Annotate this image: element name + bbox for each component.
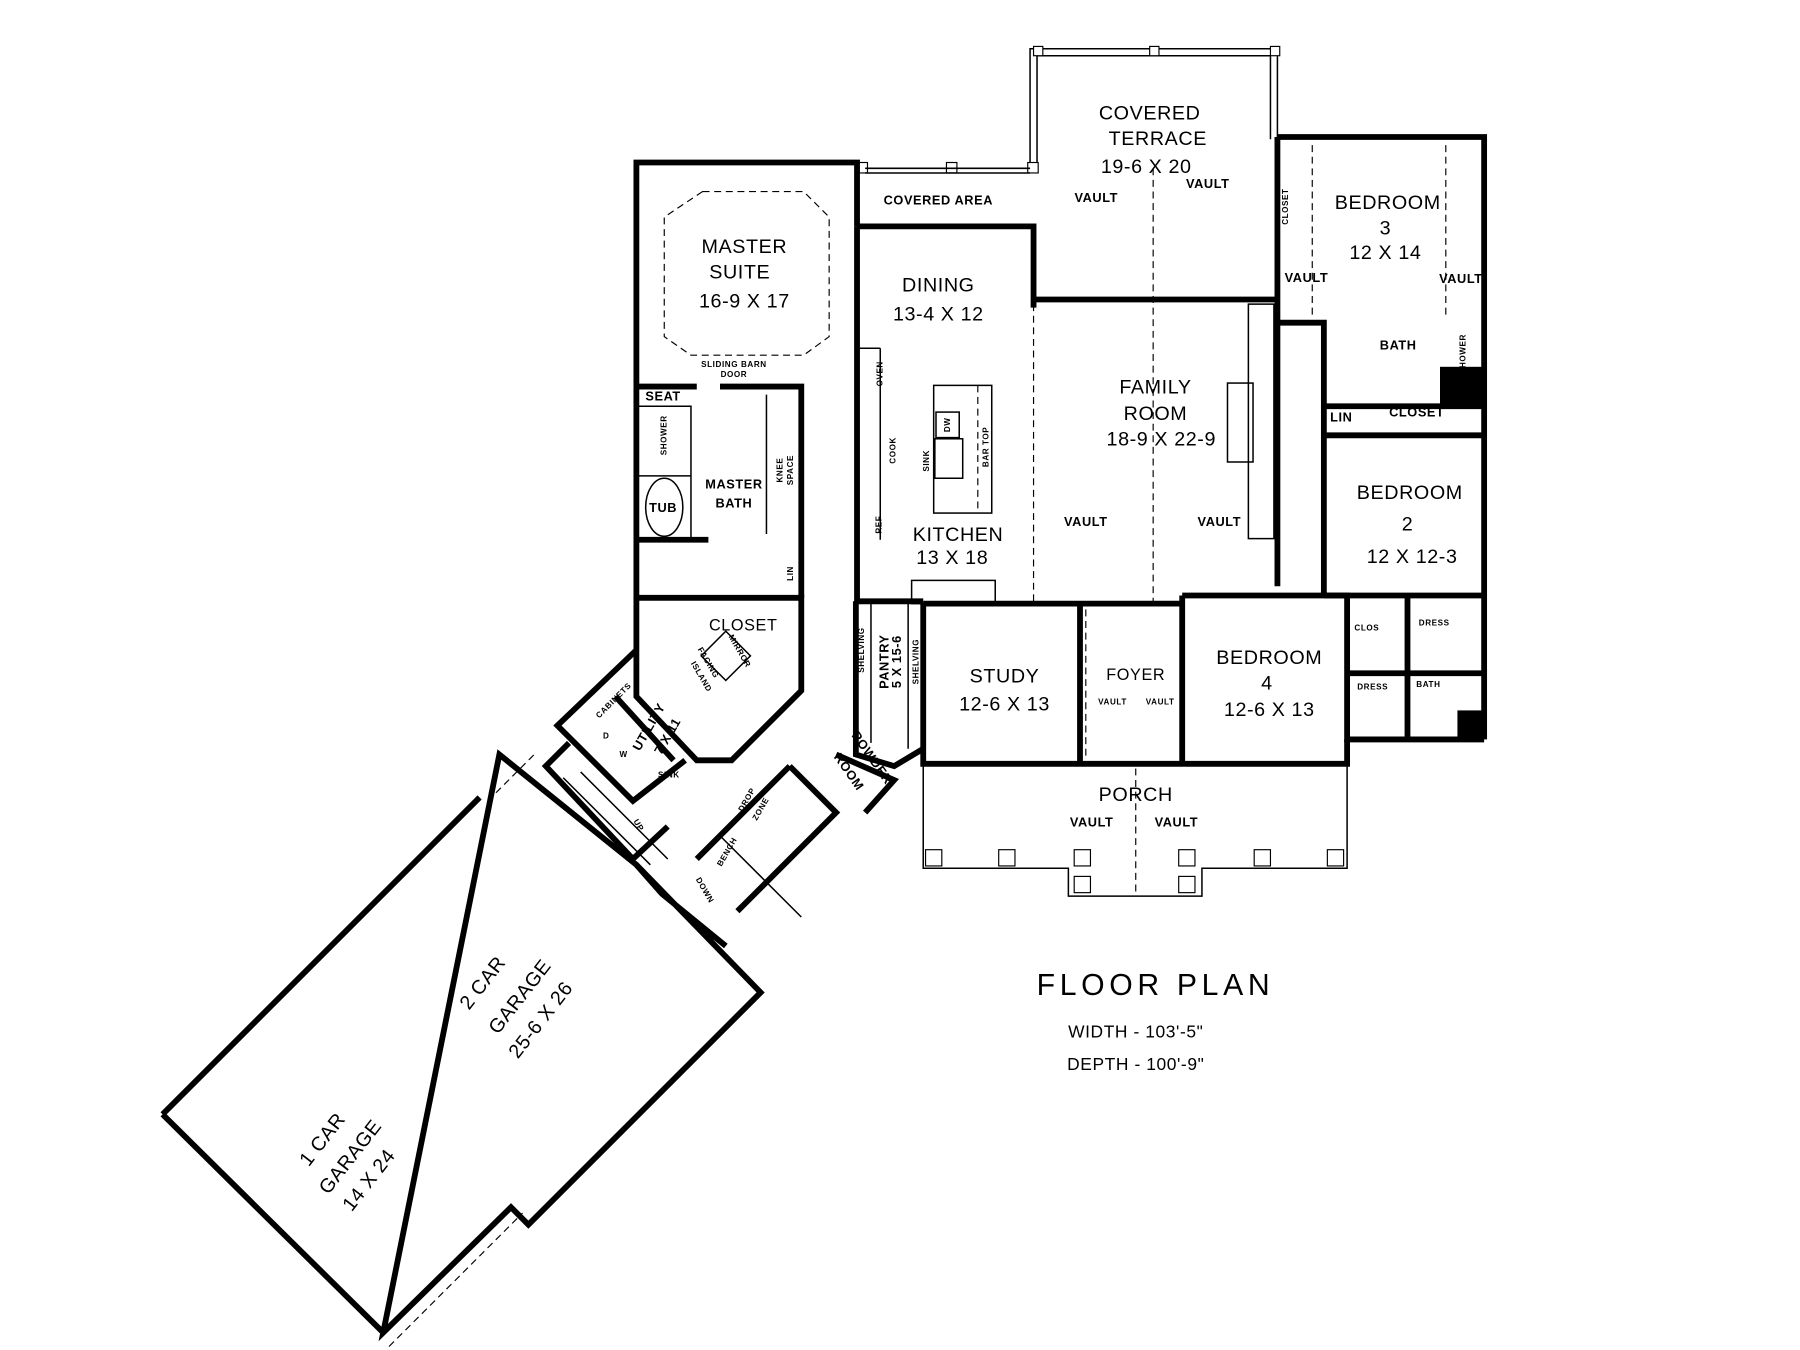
vault-label: VAULT <box>1098 698 1127 707</box>
room-number: 2 <box>1402 513 1414 535</box>
room-size: 12 X 14 <box>1349 242 1421 264</box>
plan-width: WIDTH - 103'-5" <box>1068 1022 1203 1042</box>
room-name: PANTRY <box>876 634 891 689</box>
seat-label: SEAT <box>645 388 680 403</box>
room-name: CLOSET <box>709 616 778 634</box>
tub-label: TUB <box>649 500 677 515</box>
room-name: KITCHEN <box>913 524 1004 546</box>
room-2-car-garage: 2 CAR GARAGE 25-6 X 26 <box>456 952 578 1062</box>
room-covered-area: COVERED AREA <box>884 192 993 207</box>
mirror-label: MIRROR <box>727 633 753 669</box>
note: SLIDING BARN <box>701 360 767 369</box>
room-size: 13-4 X 12 <box>893 303 984 325</box>
room-size: 12-6 X 13 <box>1224 699 1315 721</box>
room-family: FAMILY ROOM 18-9 X 22-9 VAULT VAULT <box>1064 377 1241 529</box>
room-name: MASTER <box>705 477 762 492</box>
room-jack-jill-bath: CLOS DRESS DRESS BATH <box>1354 619 1449 692</box>
dress-label: DRESS <box>1419 619 1450 628</box>
room-foyer: FOYER VAULT VAULT <box>1098 666 1174 706</box>
note: DOOR <box>721 370 748 379</box>
sink-label: SINK <box>922 450 931 472</box>
shower-label: SHOWER <box>660 415 669 455</box>
room-bedroom-2: BEDROOM 2 12 X 12-3 <box>1357 482 1463 568</box>
sink-label: SINK <box>658 771 680 780</box>
room-name: BEDROOM <box>1216 647 1322 669</box>
vault-label: VAULT <box>1198 514 1242 529</box>
linen-label: LIN <box>786 566 795 581</box>
room-size: 12 X 12-3 <box>1367 546 1458 568</box>
vault-label: VAULT <box>1155 814 1199 829</box>
vault-label: VAULT <box>1146 698 1175 707</box>
vault-label: VAULT <box>1064 514 1108 529</box>
room-name: STUDY <box>970 666 1040 688</box>
room-1-car-garage: 1 CAR GARAGE 14 X 24 <box>295 1109 400 1216</box>
closet-label: CLOS <box>1354 623 1379 632</box>
bath-label: BATH <box>1416 680 1440 689</box>
shower-label: SHOWER <box>1459 334 1468 374</box>
room-number: 3 <box>1380 217 1392 239</box>
room-name: TERRACE <box>1109 128 1207 150</box>
room-porch: PORCH VAULT VAULT <box>1070 784 1198 830</box>
knee-space-label: SPACE <box>786 455 795 485</box>
room-bedroom-4: BEDROOM 4 12-6 X 13 <box>1216 647 1322 721</box>
room-size: 18-9 X 22-9 <box>1107 429 1216 451</box>
room-name: DINING <box>902 274 975 296</box>
room-size: 5 X 15-6 <box>889 635 904 688</box>
walls <box>160 45 1488 1347</box>
stairs-down-label: DOWN <box>694 876 716 905</box>
linen-label: LIN <box>1330 409 1352 424</box>
plan-title: FLOOR PLAN <box>1037 969 1275 1002</box>
room-name: MASTER <box>702 236 788 258</box>
room-master-suite: MASTER SUITE 16-9 X 17 SLIDING BARN DOOR <box>699 236 790 379</box>
shelving-label: SHELVING <box>857 627 866 672</box>
room-pantry: PANTRY 5 X 15-6 SHELVING SHELVING <box>857 627 921 689</box>
room-name: FOYER <box>1106 666 1165 684</box>
room-bedroom-3: BEDROOM 3 12 X 14 VAULT VAULT CLOSET <box>1281 188 1483 286</box>
room-dining: DINING 13-4 X 12 <box>893 274 984 325</box>
room-name: FAMILY <box>1119 377 1191 399</box>
room-kitchen: KITCHEN 13 X 18 OVEN COOK SINK DW BAR TO… <box>874 361 1004 569</box>
room-covered-terrace: COVERED TERRACE 19-6 X 20 VAULT VAULT <box>1074 103 1230 205</box>
room-labels: COVERED TERRACE 19-6 X 20 VAULT VAULT CO… <box>295 103 1482 1216</box>
fridge-label: REF <box>874 516 883 534</box>
room-size: 19-6 X 20 <box>1101 156 1192 178</box>
room-name: ROOM <box>1124 403 1188 425</box>
room-number: 4 <box>1261 673 1273 695</box>
dryer-label: D <box>603 731 609 740</box>
vault-label: VAULT <box>1285 270 1329 285</box>
vault-label: VAULT <box>1070 814 1114 829</box>
title-block: FLOOR PLAN WIDTH - 103'-5" DEPTH - 100'-… <box>1037 969 1275 1074</box>
room-name: BATH <box>1380 337 1417 352</box>
dress-label: DRESS <box>1357 683 1388 692</box>
room-name: PORCH <box>1099 784 1173 806</box>
oven-label: OVEN <box>876 361 885 386</box>
closet-label: CLOSET <box>1389 405 1444 420</box>
room-size: 16-9 X 17 <box>699 291 790 313</box>
bar-top-label: BAR TOP <box>981 427 990 467</box>
room-master-closet: CLOSET MIRROR FACING ISLAND <box>689 616 778 693</box>
vault-label: VAULT <box>1439 271 1483 286</box>
knee-space-label: KNEE <box>776 458 785 483</box>
vault-label: VAULT <box>1074 190 1118 205</box>
room-study: STUDY 12-6 X 13 <box>959 666 1050 716</box>
room-name: BEDROOM <box>1335 192 1441 214</box>
room-size: 12-6 X 13 <box>959 693 1050 715</box>
stairs-up-label: UP <box>632 818 646 833</box>
room-bath-upper: BATH SHOWER LIN CLOSET <box>1330 334 1467 424</box>
closet-label: CLOSET <box>1281 188 1290 224</box>
room-name: SUITE <box>709 262 770 284</box>
washer-label: W <box>619 750 627 759</box>
room-master-bath: SEAT SHOWER TUB MASTER BATH KNEE SPACE L… <box>645 388 795 580</box>
room-name: BEDROOM <box>1357 482 1463 504</box>
cook-label: COOK <box>888 437 897 464</box>
room-name: COVERED <box>1099 103 1201 125</box>
room-name: BATH <box>716 495 753 510</box>
dishwasher-label: DW <box>943 418 952 433</box>
plan-depth: DEPTH - 100'-9" <box>1067 1054 1204 1074</box>
vault-label: VAULT <box>1186 176 1230 191</box>
shelving-label: SHELVING <box>912 639 921 684</box>
porch-columns <box>924 849 1345 894</box>
room-size: 13 X 18 <box>916 547 988 569</box>
